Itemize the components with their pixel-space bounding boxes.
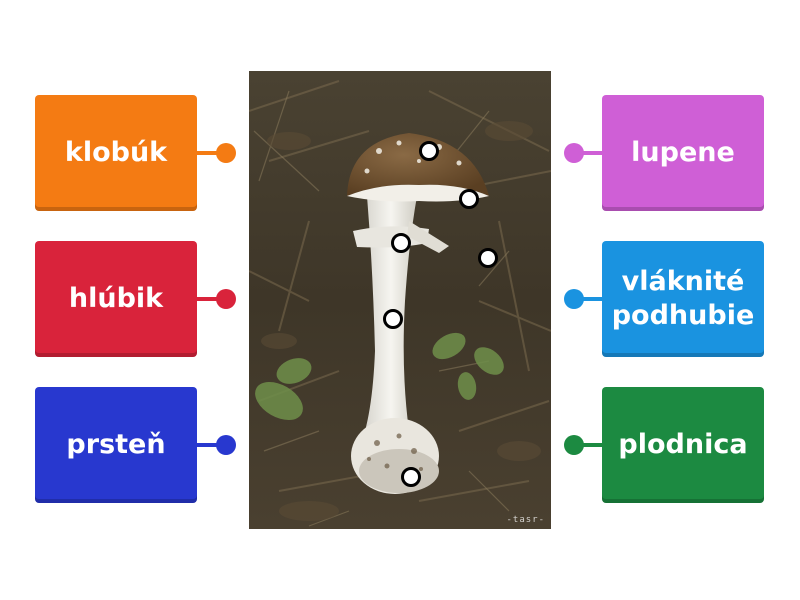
label-prsten[interactable]: prsteň bbox=[35, 387, 197, 503]
label-klobuk[interactable]: klobúk bbox=[35, 95, 197, 211]
label-vlaknite-line1: vláknité bbox=[621, 266, 745, 298]
pin-klobuk[interactable] bbox=[216, 143, 236, 163]
drop-target-4[interactable] bbox=[478, 248, 498, 268]
label-plodnica[interactable]: plodnica bbox=[602, 387, 764, 503]
connector-prsten bbox=[197, 443, 219, 447]
drop-target-5[interactable] bbox=[383, 309, 403, 329]
label-vlaknite-podhubie[interactable]: vláknité podhubie bbox=[602, 241, 764, 357]
label-klobuk-text: klobúk bbox=[64, 137, 168, 169]
connector-hlubik bbox=[197, 297, 219, 301]
label-prsten-text: prsteň bbox=[66, 429, 166, 461]
connector-lupene bbox=[582, 151, 604, 155]
drop-target-6[interactable] bbox=[401, 467, 421, 487]
connector-klobuk bbox=[197, 151, 219, 155]
connector-vlaknite-podhubie bbox=[582, 297, 604, 301]
photo-watermark: -tasr- bbox=[506, 515, 545, 525]
mushroom-illustration bbox=[249, 71, 551, 529]
pin-plodnica[interactable] bbox=[564, 435, 584, 455]
drop-target-2[interactable] bbox=[459, 189, 479, 209]
label-hlubik[interactable]: hlúbik bbox=[35, 241, 197, 357]
connector-plodnica bbox=[582, 443, 604, 447]
label-lupene[interactable]: lupene bbox=[602, 95, 764, 211]
label-plodnica-text: plodnica bbox=[618, 429, 748, 461]
drop-target-3[interactable] bbox=[391, 233, 411, 253]
pin-vlaknite-podhubie[interactable] bbox=[564, 289, 584, 309]
pin-prsten[interactable] bbox=[216, 435, 236, 455]
drop-target-1[interactable] bbox=[419, 141, 439, 161]
label-vlaknite-line2: podhubie bbox=[611, 300, 755, 331]
label-lupene-text: lupene bbox=[631, 137, 735, 169]
pin-lupene[interactable] bbox=[564, 143, 584, 163]
mushroom-photo: -tasr- bbox=[249, 71, 551, 529]
pin-hlubik[interactable] bbox=[216, 289, 236, 309]
label-hlubik-text: hlúbik bbox=[68, 283, 164, 315]
